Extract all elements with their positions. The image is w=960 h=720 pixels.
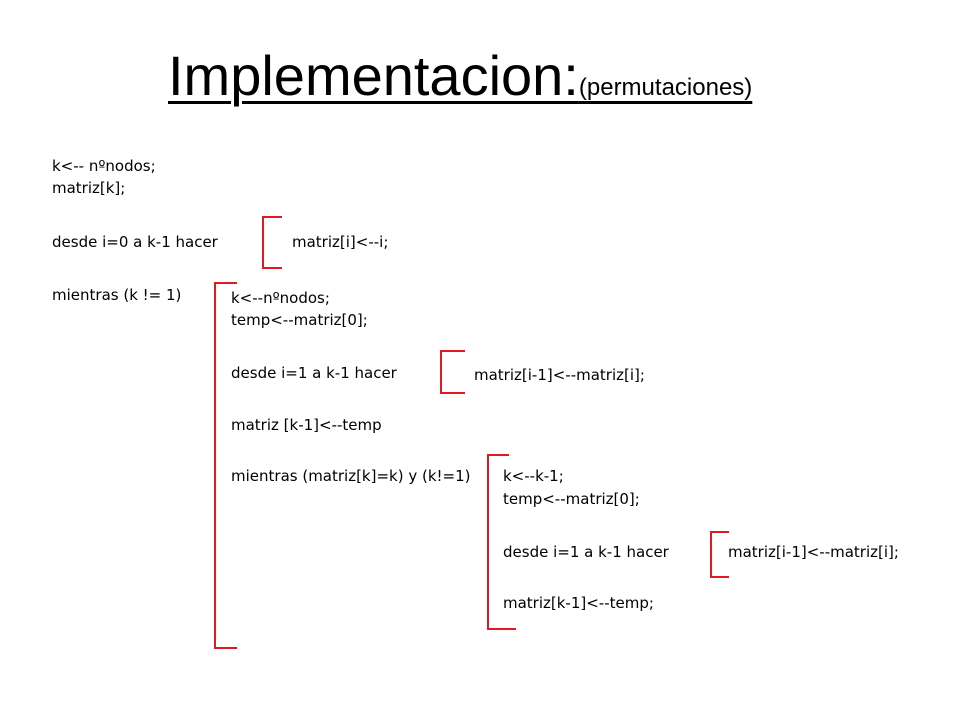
code-line-for-shift-inner: desde i=1 a k-1 hacer [503,543,669,561]
code-line-for-shift-body: matriz[i-1]<--matriz[i]; [474,366,645,384]
bracket-for-init [262,216,282,269]
code-line-temp-store-inner: matriz[k-1]<--temp; [503,594,654,612]
code-line-temp-assign-inner: temp<--matriz[0]; [503,490,640,508]
code-line-matriz-decl: matriz[k]; [52,179,126,197]
bracket-for-shift [440,350,465,394]
title-subtitle: (permutaciones) [578,74,753,101]
code-line-for-init-body: matriz[i]<--i; [292,233,389,251]
code-line-temp-store: matriz [k-1]<--temp [231,416,382,434]
code-line-k-reset: k<--nºnodos; [231,289,330,307]
code-line-k-decrement: k<--k-1; [503,467,564,485]
code-line-for-shift-inner-body: matriz[i-1]<--matriz[i]; [728,543,899,561]
code-line-for-shift: desde i=1 a k-1 hacer [231,364,397,382]
bracket-outer-loop [214,282,237,649]
code-line-temp-assign: temp<--matriz[0]; [231,311,368,329]
slide-title: Implementacion:(permutaciones) [168,48,752,104]
bracket-inner-loop [487,454,516,630]
bracket-for-shift-inner [710,531,729,578]
code-line-k-init: k<-- nºnodos; [52,157,156,175]
code-line-while-outer: mientras (k != 1) [52,286,182,304]
title-main: Implementacion: [168,44,579,107]
code-line-while-inner: mientras (matriz[k]=k) y (k!=1) [231,467,471,485]
code-line-for-init: desde i=0 a k-1 hacer [52,233,218,251]
